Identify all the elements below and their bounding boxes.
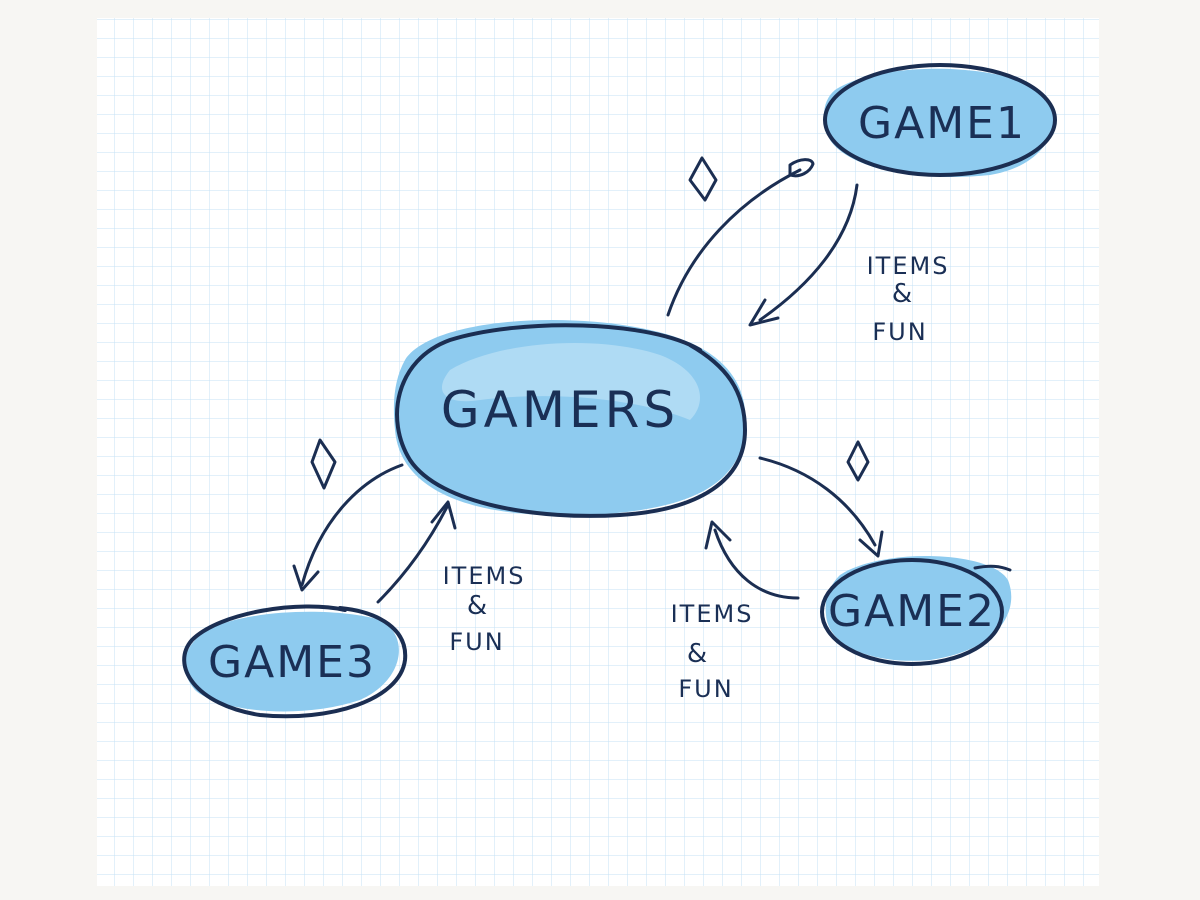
arrowhead-game2-in — [858, 530, 884, 558]
node-game1-outline — [823, 63, 1057, 177]
node-game3: GAME3 — [182, 604, 408, 719]
node-gamers-outline — [395, 323, 747, 518]
edge-label-game1: ITEMS & FUN — [867, 252, 950, 346]
arrowhead-gamers-from-game1 — [748, 298, 780, 327]
arrow-gamers-to-game2 — [758, 456, 877, 547]
node-game3-outline — [182, 604, 408, 719]
diamond-icon-game2 — [846, 440, 870, 482]
arrowhead-game1-in — [788, 158, 815, 178]
node-game3-label: GAME3 — [208, 637, 376, 688]
arrowhead-game3-in — [292, 564, 320, 592]
diamond-icon-game3 — [310, 438, 337, 490]
arrow-game3-to-gamers — [376, 503, 450, 604]
node-game2-fill — [825, 556, 1012, 661]
edge-label-game3: ITEMS & FUN — [443, 562, 526, 656]
node-game1: GAME1 — [823, 63, 1057, 177]
edge-game3-to-gamers — [376, 500, 457, 604]
arrow-gamers-to-game3 — [300, 463, 404, 587]
edge-label-game2: ITEMS & FUN — [671, 600, 754, 703]
arrow-gamers-to-game1 — [666, 168, 802, 317]
node-gamers-label: GAMERS — [441, 381, 679, 439]
edge-label-game2-line1: ITEMS — [671, 600, 754, 628]
arrowhead-gamers-from-game3 — [430, 500, 457, 530]
edge-gamers-to-game3 — [292, 463, 404, 592]
node-game1-fill — [823, 68, 1054, 177]
edge-label-game2-amp: & — [687, 639, 709, 669]
node-gamers: GAMERS — [393, 320, 747, 518]
edge-game2-to-gamers — [704, 520, 800, 600]
node-game2-outline-tail — [973, 564, 1012, 572]
edge-label-game1-amp: & — [892, 279, 914, 309]
arrowhead-gamers-from-game2 — [704, 520, 732, 550]
edge-game1-to-gamers — [748, 183, 859, 327]
arrow-game1-to-gamers — [758, 183, 859, 322]
edge-gamers-to-game1 — [666, 158, 815, 317]
node-game3-fill — [184, 611, 399, 712]
node-game2: GAME2 — [820, 556, 1012, 666]
edge-gamers-to-game2 — [758, 456, 884, 558]
edge-label-game1-line2: FUN — [872, 318, 927, 346]
edge-label-game3-amp: & — [467, 591, 489, 621]
diamond-icon-game1 — [688, 156, 718, 202]
edge-label-game3-line2: FUN — [449, 628, 504, 656]
node-gamers-highlight — [441, 343, 700, 420]
edge-label-game2-line2: FUN — [678, 675, 733, 703]
edge-label-game3-line1: ITEMS — [443, 562, 526, 590]
node-game1-label: GAME1 — [858, 98, 1026, 149]
node-game2-label: GAME2 — [828, 586, 996, 637]
edge-label-game1-line1: ITEMS — [867, 252, 950, 280]
node-game2-outline — [820, 558, 1004, 666]
arrow-game2-to-gamers — [713, 528, 800, 600]
